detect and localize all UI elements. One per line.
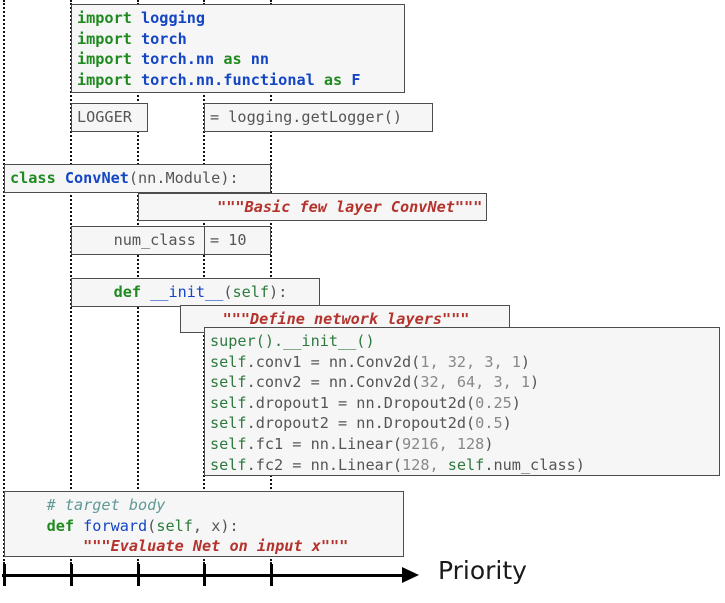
priority-axis-label: Priority xyxy=(438,556,527,585)
code-token: as xyxy=(223,50,251,69)
axis-tick-2 xyxy=(137,564,140,586)
code-token: self xyxy=(210,455,247,474)
logger-name-block: LOGGER xyxy=(71,103,148,132)
gridline-0 xyxy=(3,0,5,564)
code-token: ) xyxy=(520,352,531,371)
code-token: ): xyxy=(269,283,288,301)
code-token: .fc1 = nn.Linear( xyxy=(246,434,403,453)
code-token: self xyxy=(210,393,247,412)
code-line: num_class xyxy=(77,230,210,251)
code-token: 9216, 128 xyxy=(402,434,485,453)
code-token: , x): xyxy=(192,516,239,535)
axis-tick-3 xyxy=(203,564,206,586)
code-token: 1, 32, 3, 1 xyxy=(420,352,521,371)
code-token: ) xyxy=(484,434,494,453)
axis-tick-1 xyxy=(70,564,73,586)
code-token: .dropout1 = nn.Dropout2d( xyxy=(246,393,476,412)
code-token: ConvNet xyxy=(64,169,129,187)
code-line: self.fc1 = nn.Linear(9216, 128) xyxy=(210,434,715,455)
code-line: import torch xyxy=(77,29,400,50)
code-line: self.dropout2 = nn.Dropout2d(0.5) xyxy=(210,413,715,434)
code-token: (nn.Module): xyxy=(128,169,239,187)
code-token: F xyxy=(351,70,361,89)
code-line: import torch.nn as nn xyxy=(77,49,400,70)
logger-value-block: = logging.getLogger() xyxy=(204,103,433,132)
code-line: super().__init__() xyxy=(210,331,715,352)
code-token: torch xyxy=(141,29,187,48)
code-token: def xyxy=(77,283,151,301)
code-token: ( xyxy=(223,283,233,301)
code-token: ( xyxy=(147,516,157,535)
code-token: = 10 xyxy=(210,231,247,249)
code-token: # target body xyxy=(10,496,166,514)
code-line: def __init__(self): xyxy=(77,282,315,303)
code-token: import xyxy=(77,50,142,69)
axis-tick-4 xyxy=(270,564,273,586)
code-token: super().__init__() xyxy=(210,332,375,350)
code-token: self xyxy=(156,516,193,535)
code-line: def forward(self, x): xyxy=(10,516,399,537)
code-token: .fc2 = nn.Linear( xyxy=(246,455,403,474)
code-line: # target body xyxy=(10,495,399,516)
axis-tick-0 xyxy=(3,564,6,586)
code-token: """Evaluate Net on input x""" xyxy=(10,537,349,556)
code-token: num_class xyxy=(77,231,196,249)
code-token: import xyxy=(77,70,142,89)
code-token: import xyxy=(77,9,142,27)
code-token: forward xyxy=(83,516,148,535)
num-class-name-block: num_class xyxy=(71,226,215,255)
code-line: self.conv2 = nn.Conv2d(32, 64, 3, 1) xyxy=(210,372,715,393)
code-token: self xyxy=(447,455,485,474)
code-line: """Evaluate Net on input x""" xyxy=(10,536,399,556)
code-token: self xyxy=(210,352,247,371)
code-line: class ConvNet(nn.Module): xyxy=(10,168,266,189)
code-line: self.conv1 = nn.Conv2d(1, 32, 3, 1) xyxy=(210,352,715,373)
code-line: LOGGER xyxy=(77,107,143,128)
code-token: logging xyxy=(141,9,206,27)
code-token: torch.nn xyxy=(141,50,224,69)
code-token: ) xyxy=(511,393,521,412)
code-token: """Define network layers""" xyxy=(186,310,470,328)
code-token: ) xyxy=(530,373,540,392)
code-token: __init__ xyxy=(150,283,224,301)
code-line: import logging xyxy=(77,8,400,29)
code-token: self xyxy=(210,434,247,453)
code-token: self xyxy=(232,283,270,301)
target-body-block: # target body def forward(self, x): """E… xyxy=(4,491,404,557)
code-token: class xyxy=(10,169,65,187)
class-docstring-block: """Basic few layer ConvNet""" xyxy=(138,193,487,221)
code-line: self.fc2 = nn.Linear(128, self.num_class… xyxy=(210,455,715,475)
code-token: .conv1 = nn.Conv2d( xyxy=(246,352,421,371)
code-token: """Basic few layer ConvNet""" xyxy=(144,198,483,216)
code-line: """Basic few layer ConvNet""" xyxy=(144,197,482,218)
code-token: nn xyxy=(250,50,270,69)
priority-axis-arrow-icon xyxy=(402,567,419,583)
code-token: 0.25 xyxy=(475,393,512,412)
code-line: = logging.getLogger() xyxy=(210,107,428,128)
code-line: """Define network layers""" xyxy=(186,309,505,330)
init-body-block: super().__init__()self.conv1 = nn.Conv2d… xyxy=(204,327,720,476)
code-line: self.dropout1 = nn.Dropout2d(0.25) xyxy=(210,393,715,414)
class-def-block: class ConvNet(nn.Module): xyxy=(4,164,271,193)
code-token: .conv2 = nn.Conv2d( xyxy=(246,373,421,392)
init-def-block: def __init__(self): xyxy=(71,278,320,307)
code-token: def xyxy=(10,516,84,535)
code-token: .num_class) xyxy=(484,455,585,474)
code-token: .dropout2 = nn.Dropout2d( xyxy=(246,414,476,433)
code-line: import torch.nn.functional as F xyxy=(77,70,400,91)
code-token: LOGGER xyxy=(77,108,132,126)
num-class-value-block: = 10 xyxy=(204,226,271,255)
code-token: self xyxy=(210,414,247,433)
code-token: = logging.getLogger() xyxy=(210,108,403,126)
code-token: as xyxy=(323,70,352,89)
code-token: self xyxy=(210,373,247,392)
code-token: 32, 64, 3, 1 xyxy=(420,373,531,392)
code-line: = 10 xyxy=(210,230,266,251)
code-token: ) xyxy=(502,414,512,433)
code-token: 0.5 xyxy=(475,414,503,433)
code-token: 128, xyxy=(402,455,448,474)
code-token: torch.nn.functional xyxy=(141,70,324,89)
code-token: import xyxy=(77,29,142,48)
